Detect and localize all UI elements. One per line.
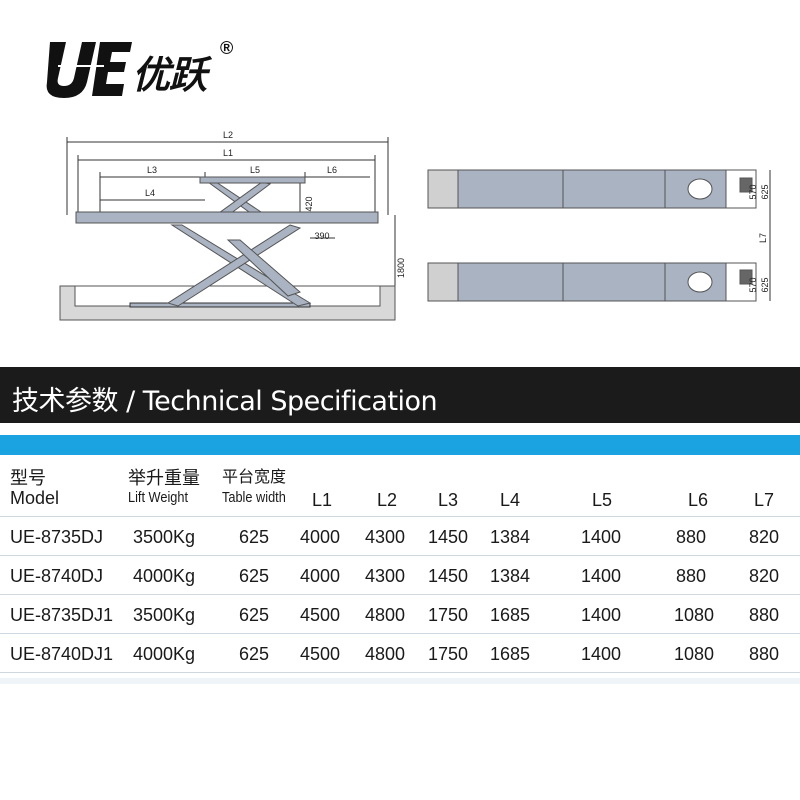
brand-logo: 优跃 ® [44, 38, 254, 102]
header-l7: L7 [754, 490, 775, 510]
dim-570-bottom: 570 [748, 277, 758, 292]
brand-chinese-name: 优跃 [132, 53, 207, 97]
dim-625-top: 625 [760, 184, 770, 199]
ue-logo-mark [46, 42, 132, 98]
header-l1: L1 [312, 490, 333, 510]
header-l6: L6 [688, 490, 709, 510]
registered-mark: ® [220, 38, 234, 58]
dim-l3: L3 [147, 165, 157, 175]
dim-570-top: 570 [748, 184, 758, 199]
table-row: UE-8740DJ1 4000Kg 625 4500 4800 1750 168… [0, 633, 800, 673]
dim-l6: L6 [327, 165, 337, 175]
header-l3: L3 [438, 490, 459, 510]
header-model: 型号 Model [10, 468, 60, 508]
dim-l7: L7 [758, 233, 768, 243]
dim-390: 390 [314, 231, 329, 241]
dim-625-bottom: 625 [760, 277, 770, 292]
dim-1800: 1800 [396, 258, 406, 278]
dim-420: 420 [304, 196, 314, 211]
table-footer-shade [0, 678, 800, 684]
section-title-bar: 技术参数 / Technical Specification [0, 367, 800, 423]
dim-l5: L5 [250, 165, 260, 175]
table-row: UE-8735DJ1 3500Kg 625 4500 4800 1750 168… [0, 594, 800, 633]
top-view [427, 169, 771, 302]
table-row: UE-8740DJ 4000Kg 625 4000 4300 1450 1384… [0, 555, 800, 594]
header-l5: L5 [592, 490, 613, 510]
dim-l2: L2 [223, 130, 233, 140]
header-table-width: 平台宽度 Table width [222, 469, 287, 506]
dim-l1: L1 [223, 148, 233, 158]
header-l2: L2 [377, 490, 398, 510]
lift-diagram: L2 L1 L3 L5 L6 L4 420 390 1800 [59, 130, 771, 321]
table-header: 型号 Model 举升重量 Lift Weight 平台宽度 Table wid… [0, 462, 800, 516]
header-lift-weight: 举升重量 Lift Weight [128, 468, 200, 506]
section-title: 技术参数 / Technical Specification [12, 386, 438, 417]
header-l4: L4 [500, 490, 521, 510]
spec-table: 型号 Model 举升重量 Lift Weight 平台宽度 Table wid… [0, 462, 800, 673]
accent-bar [0, 435, 800, 455]
technical-drawing: L2 L1 L3 L5 L6 L4 420 390 1800 [0, 120, 800, 340]
table-row: UE-8735DJ 3500Kg 625 4000 4300 1450 1384… [0, 516, 800, 555]
dim-l4: L4 [145, 188, 155, 198]
side-view [59, 137, 396, 321]
